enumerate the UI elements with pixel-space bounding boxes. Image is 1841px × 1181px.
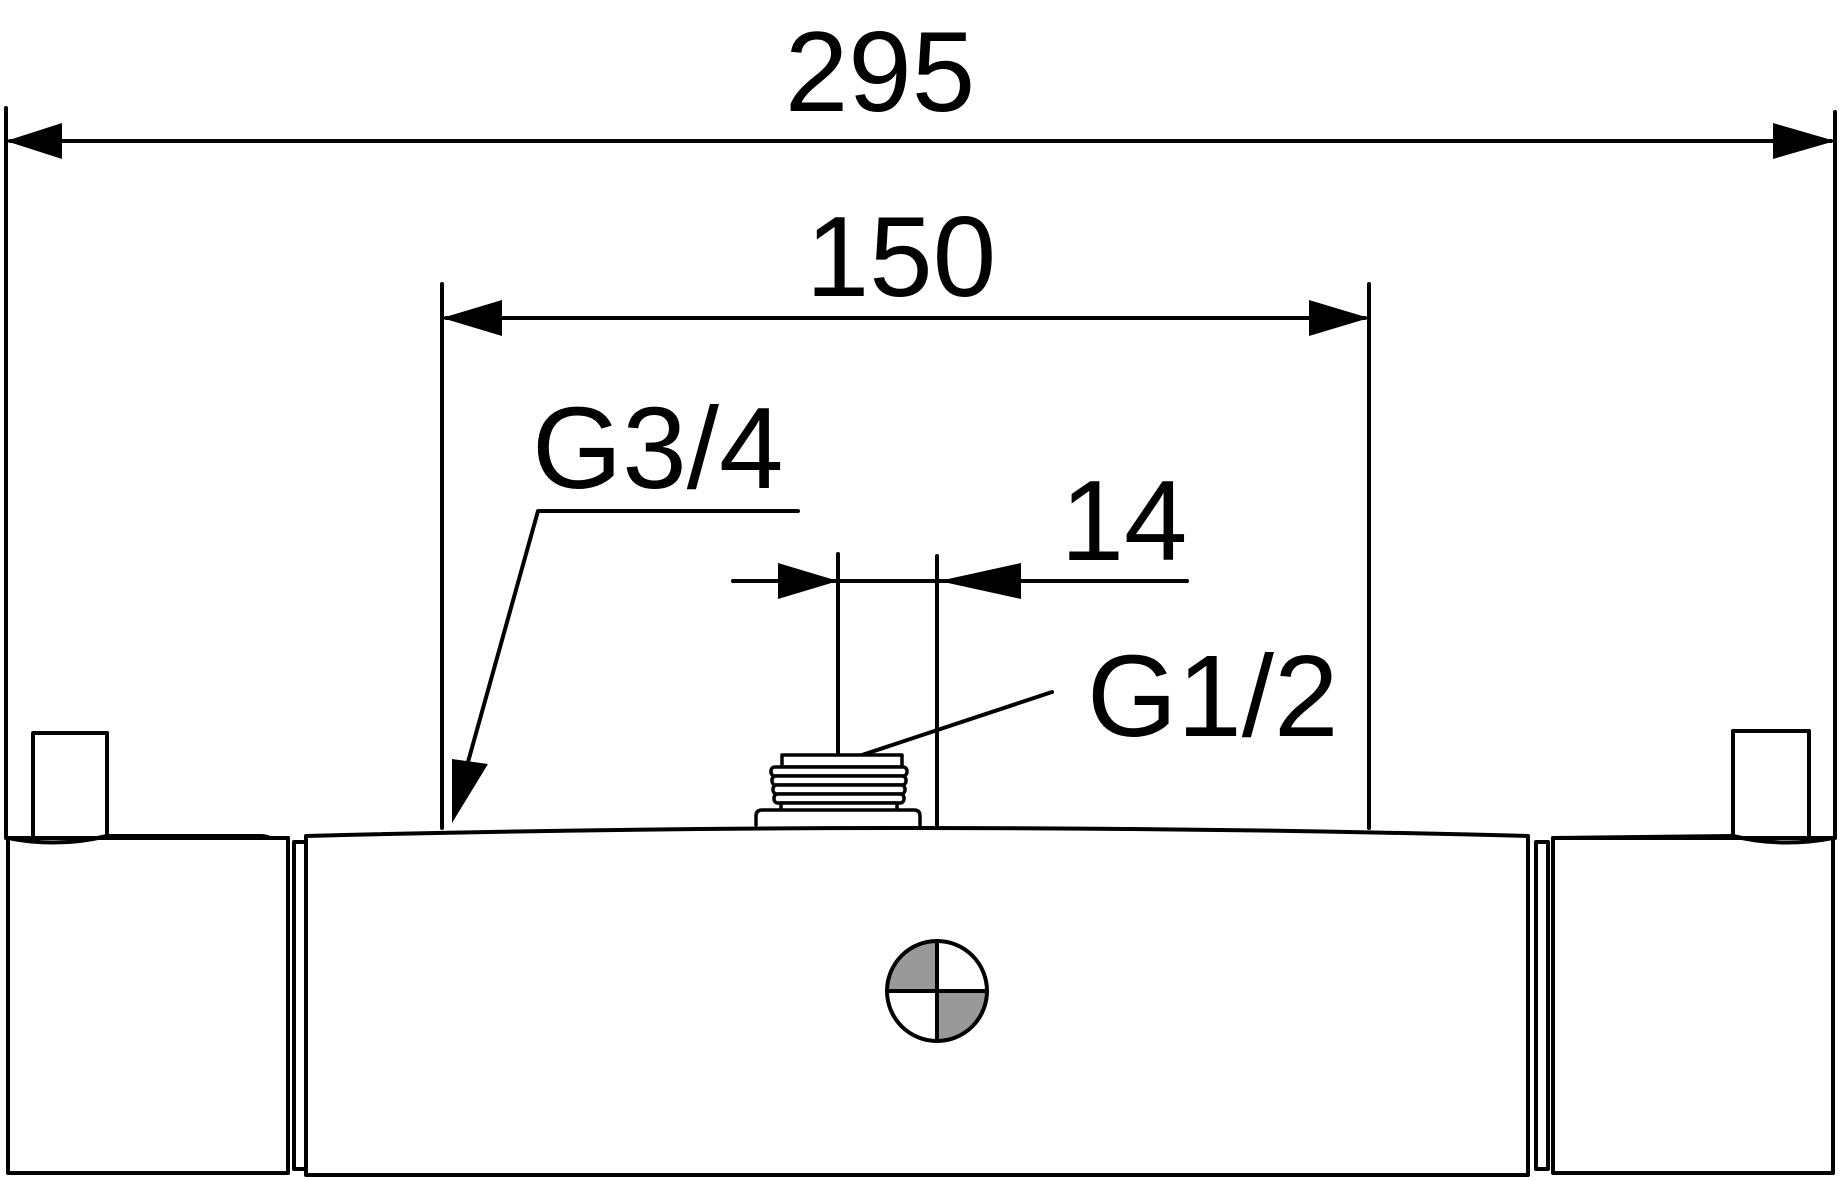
inlet-spacing-label: 150 <box>806 194 996 321</box>
right-connector-ring <box>1534 840 1550 1171</box>
right-handle <box>1551 729 1835 1175</box>
arrowhead-right <box>1773 123 1835 159</box>
right-handle-knob <box>1731 729 1811 838</box>
center-marker-quadrant-shaded <box>937 991 987 1041</box>
arrowhead-inward-right <box>939 563 1021 599</box>
inlet-spacing-dimension <box>440 282 1371 830</box>
left-handle-body <box>6 836 290 1175</box>
inlet-thread-label: G3/4 <box>532 383 783 513</box>
outlet-thread <box>754 753 922 827</box>
g34-leader <box>452 509 800 823</box>
arrowhead-left <box>442 300 502 336</box>
arrowhead-left <box>6 123 62 159</box>
leader-line <box>466 509 800 764</box>
mixer-body <box>304 826 1530 1177</box>
outlet-thread-label: G1/2 <box>1087 631 1338 761</box>
g12-leader-line <box>860 690 1054 757</box>
center-marker <box>885 939 989 1043</box>
right-handle-body <box>1551 836 1835 1175</box>
leader-arrowhead <box>452 759 488 823</box>
arrowhead-inward-left <box>778 563 838 599</box>
left-handle-knob <box>31 731 109 838</box>
right-handle-top <box>1551 834 1835 845</box>
arrowhead-right <box>1309 300 1369 336</box>
center-marker-quadrant-shaded <box>887 941 937 991</box>
overall-width-label: 295 <box>785 9 975 136</box>
thread-base <box>754 808 922 827</box>
overall-width-dimension <box>4 106 1837 840</box>
outlet-offset-label: 14 <box>1061 458 1188 585</box>
left-handle <box>6 731 290 1175</box>
left-handle-top <box>6 834 290 845</box>
thread-cap <box>780 753 904 769</box>
